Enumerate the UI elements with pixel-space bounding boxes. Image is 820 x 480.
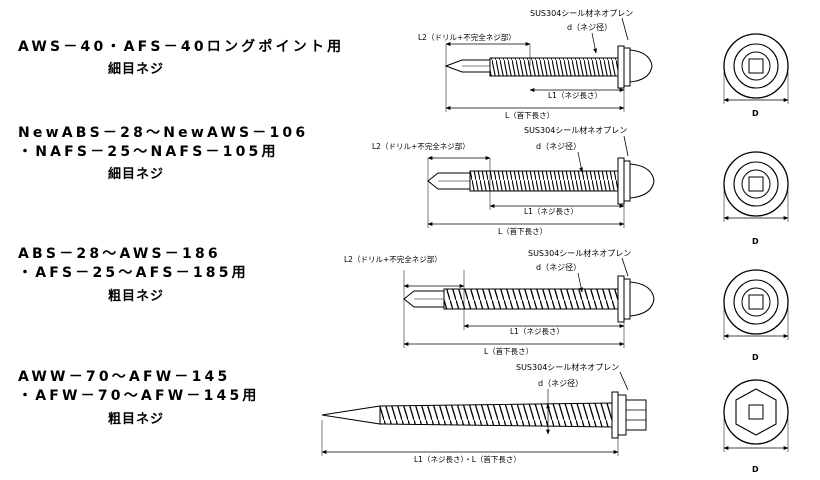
row3-subtitle: 粗目ネジ bbox=[108, 289, 165, 304]
row4-screw-drawing: SUS304シール材ネオプレン d（ネジ径） L1（ネジ長さ）・L（首下長さ） bbox=[321, 362, 647, 464]
row2-screw-drawing: SUS304シール材ネオプレン d（ネジ径） L2（ドリル+不完全ネジ部） L1… bbox=[372, 125, 655, 236]
row2-title-line1: NewABS－28～NewAWS－106 bbox=[18, 125, 309, 141]
row4-subtitle: 粗目ネジ bbox=[108, 412, 165, 427]
row1-l2-label: L2（ドリル+不完全ネジ部） bbox=[418, 32, 516, 42]
row4-washer-d-label: D bbox=[752, 465, 759, 474]
row2-washer-view: D bbox=[723, 151, 789, 246]
row2-seal-label: SUS304シール材ネオプレン bbox=[524, 125, 627, 135]
row1-title: AWS－40・AFS－40ロングポイント用 bbox=[18, 39, 345, 55]
row2-washer-d-label: D bbox=[752, 237, 759, 246]
row1-washer-d-label: D bbox=[752, 109, 759, 118]
row3-washer-view: D bbox=[723, 269, 789, 362]
row1-dia-label: d（ネジ径） bbox=[567, 22, 612, 32]
row4-title-line2: ・AFW－70～AFW－145用 bbox=[18, 388, 260, 404]
row3-title-line1: ABS－28～AWS－186 bbox=[18, 246, 221, 262]
row3-title-line2: ・AFS－25～AFS－185用 bbox=[18, 265, 249, 281]
row3-l1-label: L1（ネジ長さ） bbox=[510, 327, 564, 336]
row2-l2-label: L2（ドリル+不完全ネジ部） bbox=[372, 141, 470, 151]
row3-l-label: L（首下長さ） bbox=[484, 346, 533, 356]
row1-l-label: L（首下長さ） bbox=[505, 110, 554, 120]
row3-screw-drawing: SUS304シール材ネオプレン d（ネジ径） L2（ドリル+不完全ネジ部） L1… bbox=[344, 248, 655, 356]
row3-seal-label: SUS304シール材ネオプレン bbox=[528, 248, 631, 258]
row2-l1-label: L1（ネジ長さ） bbox=[524, 207, 578, 216]
row1-subtitle: 細目ネジ bbox=[108, 62, 165, 77]
row1-l1-label: L1（ネジ長さ） bbox=[548, 91, 602, 100]
row3-washer-d-label: D bbox=[752, 353, 759, 362]
row1-screw-drawing: SUS304シール材ネオプレン d（ネジ径） L2（ドリル+不完全ネジ部） L1… bbox=[418, 8, 653, 120]
row3-dia-label: d（ネジ径） bbox=[536, 262, 581, 272]
row1-washer-view: D bbox=[723, 33, 789, 118]
row4-title-line1: AWW－70～AFW－145 bbox=[18, 369, 231, 385]
row2-l-label: L（首下長さ） bbox=[498, 226, 547, 236]
row2-dia-label: d（ネジ径） bbox=[536, 141, 581, 151]
row2-subtitle: 細目ネジ bbox=[108, 167, 165, 182]
row1-seal-label: SUS304シール材ネオプレン bbox=[530, 8, 633, 18]
row4-seal-label: SUS304シール材ネオプレン bbox=[516, 362, 619, 372]
row4-dia-label: d（ネジ径） bbox=[538, 378, 583, 388]
row4-l1-label: L1（ネジ長さ）・L（首下長さ） bbox=[414, 454, 521, 464]
row2-title-line2: ・NAFS－25～NAFS－105用 bbox=[18, 144, 279, 160]
row3-l2-label: L2（ドリル+不完全ネジ部） bbox=[344, 254, 442, 264]
row4-washer-view: D bbox=[723, 379, 789, 474]
